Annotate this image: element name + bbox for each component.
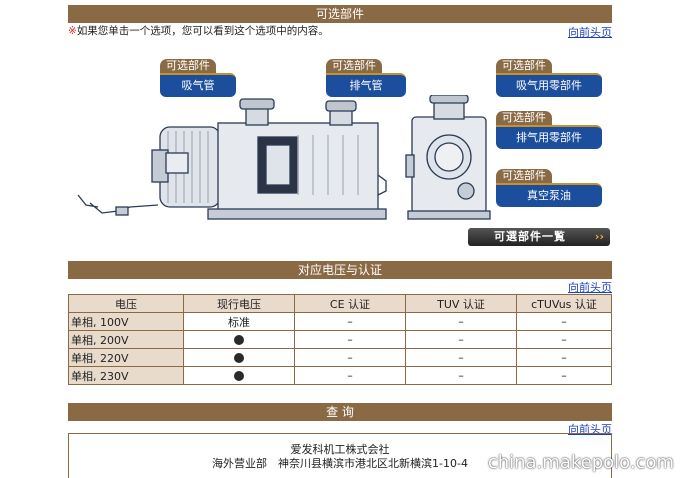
current-voltage-cell <box>183 330 295 349</box>
options-section-header: 可选部件 <box>68 5 612 23</box>
back-to-top-link[interactable]: 向前头页 <box>568 281 612 294</box>
filled-circle-icon <box>234 335 244 345</box>
option-tag-exhaust-pipe[interactable]: 可选部件 排气管 <box>326 54 406 97</box>
tuv-cell: – <box>405 330 517 349</box>
watermark: china.makepolo.com <box>487 452 674 473</box>
option-tag-label: 排气用零部件 <box>496 125 602 149</box>
ce-cell: – <box>294 330 406 349</box>
contact-box: 爱发科机工株式会社 海外营业部 神奈川县横滨市港北区北新横滨1-10-4 <box>68 433 612 478</box>
option-tag-label: 吸气管 <box>160 73 236 97</box>
pump-front-view-illustration <box>405 95 491 220</box>
filled-circle-icon <box>234 371 244 381</box>
option-tag-header: 可选部件 <box>496 169 552 183</box>
options-list-label: 可選部件一覧 <box>494 230 566 243</box>
option-tag-exhaust-parts[interactable]: 可选部件 排气用零部件 <box>496 106 602 149</box>
option-tag-intake-pipe[interactable]: 可选部件 吸气管 <box>160 54 236 97</box>
table-row: 单相, 220V – – – <box>68 348 612 367</box>
tuv-cell: – <box>405 312 517 331</box>
table-row: 单相, 230V – – – <box>68 366 612 385</box>
instruction-note: ※如果您单击一个选项，您可以看到这个选项中的内容。 <box>68 23 329 38</box>
note-text: 如果您单击一个选项，您可以看到这个选项中的内容。 <box>76 25 329 37</box>
filled-circle-icon <box>234 353 244 363</box>
option-tag-pump-oil[interactable]: 可选部件 真空泵油 <box>496 164 602 207</box>
ce-cell: – <box>294 312 406 331</box>
current-voltage-cell: 标准 <box>183 312 295 331</box>
chevron-right-icon: ›› <box>594 230 604 243</box>
ctuvus-cell: – <box>516 366 612 385</box>
options-list-button[interactable]: 可選部件一覧 ›› <box>468 228 610 246</box>
option-tag-intake-parts[interactable]: 可选部件 吸气用零部件 <box>496 54 602 97</box>
row-label: 单相, 230V <box>68 366 184 385</box>
table-row: 单相, 100V 标准 – – – <box>68 312 612 331</box>
column-header: 现行电压 <box>183 294 295 313</box>
column-header: cTUVus 认证 <box>516 294 612 313</box>
option-tag-header: 可选部件 <box>160 59 216 73</box>
ctuvus-cell: – <box>516 348 612 367</box>
option-tag-header: 可选部件 <box>496 59 552 73</box>
pump-side-view-illustration <box>77 98 387 220</box>
tuv-cell: – <box>405 366 517 385</box>
current-voltage-cell <box>183 366 295 385</box>
ce-cell: – <box>294 348 406 367</box>
inquiry-section-header: 查 询 <box>68 403 612 421</box>
ce-cell: – <box>294 366 406 385</box>
table-header-row: 电压 现行电压 CE 认证 TUV 认证 cTUVus 认证 <box>68 294 612 313</box>
back-to-top-link[interactable]: 向前头页 <box>568 26 612 39</box>
column-header: 电压 <box>68 294 184 313</box>
voltage-section-header: 对应电压与认证 <box>68 261 612 279</box>
ctuvus-cell: – <box>516 330 612 349</box>
option-tag-header: 可选部件 <box>326 59 382 73</box>
row-label: 单相, 200V <box>68 330 184 349</box>
column-header: CE 认证 <box>294 294 406 313</box>
current-voltage-cell <box>183 348 295 367</box>
table-row: 单相, 200V – – – <box>68 330 612 349</box>
back-to-top-link[interactable]: 向前头页 <box>568 423 612 436</box>
company-name: 爱发科机工株式会社 <box>290 443 390 456</box>
option-tag-label: 真空泵油 <box>496 183 602 207</box>
row-label: 单相, 220V <box>68 348 184 367</box>
option-tag-label: 排气管 <box>326 73 406 97</box>
column-header: TUV 认证 <box>405 294 517 313</box>
option-tag-label: 吸气用零部件 <box>496 73 602 97</box>
option-tag-header: 可选部件 <box>496 111 552 125</box>
note-mark: ※ <box>68 25 77 37</box>
company-address: 海外营业部 神奈川县横滨市港北区北新横滨1-10-4 <box>212 457 468 470</box>
voltage-certification-table: 电压 现行电压 CE 认证 TUV 认证 cTUVus 认证 单相, 100V … <box>68 294 612 385</box>
tuv-cell: – <box>405 348 517 367</box>
row-label: 单相, 100V <box>68 312 184 331</box>
ctuvus-cell: – <box>516 312 612 331</box>
